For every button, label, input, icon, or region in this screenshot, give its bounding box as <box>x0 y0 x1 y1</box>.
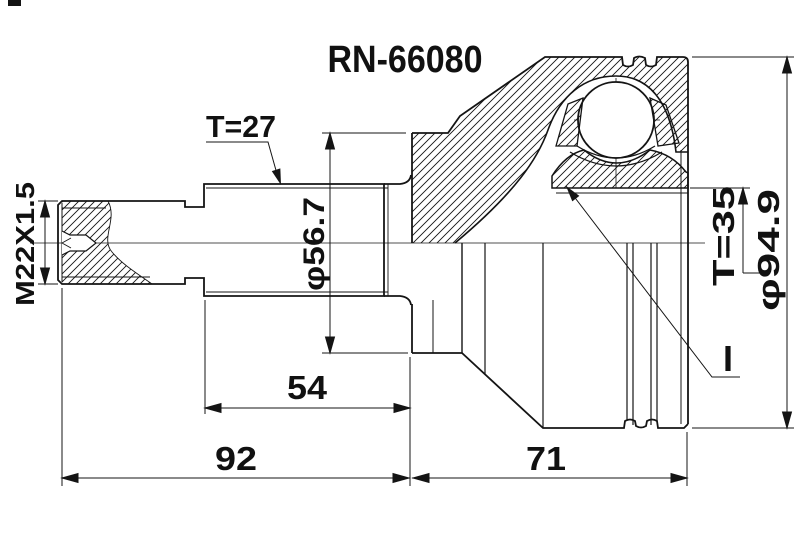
fillet-top <box>384 174 412 185</box>
bearing-ball <box>577 81 655 159</box>
label-body-diameter: φ94.9 <box>751 189 786 311</box>
break-line <box>107 200 153 285</box>
bell-external-edges <box>432 150 682 428</box>
page-title: RN-66080 <box>328 39 483 81</box>
dimension-race-spline <box>690 187 768 274</box>
boot-groove-lines <box>626 243 658 425</box>
label-thread-spec: M22X1.5 <box>10 182 40 306</box>
bell-housing-section <box>411 55 689 244</box>
threaded-stub <box>61 200 153 285</box>
section-marker-leader <box>562 183 740 378</box>
dimension-body-diameter <box>692 56 794 429</box>
center-drill <box>61 230 97 256</box>
dimension-neck-diameter <box>322 132 408 354</box>
label-body-length: 71 <box>526 440 566 477</box>
dimension-thread <box>38 200 58 285</box>
thread-section-hatch <box>62 201 152 284</box>
label-race-spline-count: T=35 <box>706 186 741 286</box>
outer-profile <box>412 55 689 134</box>
dimension-54 <box>204 300 411 414</box>
center-mark-icon <box>61 237 72 249</box>
dimension-shaft-spline <box>206 141 286 187</box>
label-section-marker: I <box>723 338 733 379</box>
fillet-bottom <box>384 295 412 306</box>
shaft-outline <box>57 174 412 306</box>
label-shaft-length: 92 <box>215 440 257 477</box>
spline-minor-lines <box>206 184 389 296</box>
label-neck-diameter: φ56.7 <box>298 197 331 291</box>
wall-hatch <box>412 56 688 243</box>
cavity-profile <box>454 75 688 244</box>
inner-race-section <box>551 149 689 194</box>
dimension-92-71 <box>61 288 688 486</box>
frame-artifact <box>8 0 21 6</box>
label-spline-length: 54 <box>287 369 328 406</box>
label-shaft-spline-count: T=27 <box>206 109 276 144</box>
